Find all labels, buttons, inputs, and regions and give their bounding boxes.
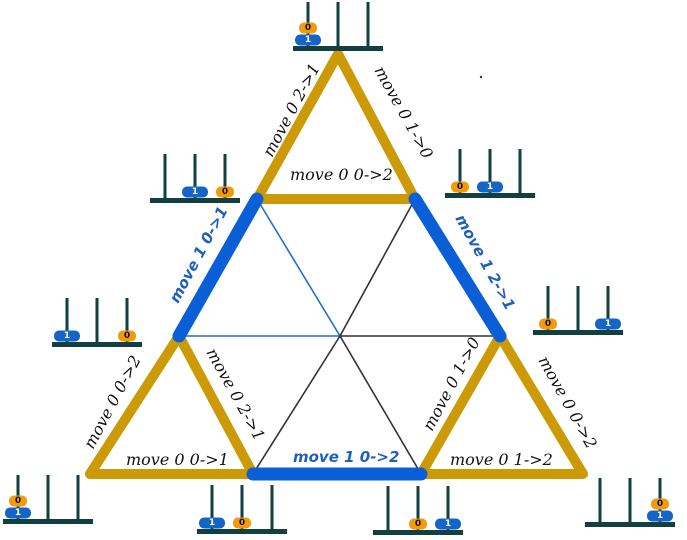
disk-1: 1 xyxy=(5,507,31,519)
inner-line-lower-right-diag xyxy=(339,335,422,475)
inner-line-top-right-diag xyxy=(339,198,416,337)
label-bl-inner: move 0 0->1 xyxy=(126,450,229,469)
svg-text:1: 1 xyxy=(209,518,215,528)
peg-rod xyxy=(416,486,420,531)
disk-0: 0 xyxy=(216,186,234,198)
peg-rod xyxy=(223,154,227,199)
state-top: 10 xyxy=(293,2,383,51)
peg-rod xyxy=(65,298,69,343)
bottom-right-triangle xyxy=(416,331,588,479)
inner-lines xyxy=(179,198,500,475)
disk-0: 0 xyxy=(409,518,427,530)
label-top-right: move 0 1->0 xyxy=(371,63,437,162)
svg-text:1: 1 xyxy=(192,187,198,197)
svg-text:0: 0 xyxy=(305,23,311,33)
blue-edge-left xyxy=(172,192,264,343)
peg-rod xyxy=(386,486,390,531)
peg-rod xyxy=(606,286,610,331)
peg-rod xyxy=(240,485,244,530)
peg-rod xyxy=(95,298,99,343)
svg-text:0: 0 xyxy=(124,331,130,341)
svg-text:0: 0 xyxy=(457,182,463,192)
peg-rod xyxy=(163,154,167,199)
disk-0: 0 xyxy=(118,330,136,342)
svg-text:1: 1 xyxy=(305,35,311,45)
peg-rod xyxy=(458,149,462,194)
peg-rod xyxy=(76,475,80,520)
peg-base xyxy=(197,529,287,534)
inner-line-lower-left-diag xyxy=(252,335,341,475)
peg-rod xyxy=(125,298,129,343)
peg-rod xyxy=(598,478,602,523)
svg-text:0: 0 xyxy=(657,499,663,509)
disk-1: 1 xyxy=(435,518,461,530)
disk-0: 0 xyxy=(233,517,251,529)
peg-base xyxy=(52,342,142,347)
stray-dot xyxy=(479,75,483,79)
edge-labels: move 0 2->1 move 0 1->0 move 0 0->2 move… xyxy=(80,60,601,469)
peg-base xyxy=(445,193,535,198)
peg-rod xyxy=(488,149,492,194)
disk-1: 1 xyxy=(182,186,208,198)
svg-text:1: 1 xyxy=(657,511,663,521)
blue-edges xyxy=(172,192,507,481)
svg-text:1: 1 xyxy=(445,519,451,529)
label-bottom-blue: move 1 0->2 xyxy=(293,448,399,466)
peg-rod xyxy=(336,2,340,47)
peg-rod xyxy=(518,149,522,194)
disk-0: 0 xyxy=(451,181,469,193)
disk-0: 0 xyxy=(539,318,557,330)
peg-rod xyxy=(446,486,450,531)
peg-base xyxy=(150,198,240,203)
svg-text:0: 0 xyxy=(239,518,245,528)
top-triangle xyxy=(252,49,420,204)
disk-1: 1 xyxy=(595,318,621,330)
peg-rod xyxy=(210,485,214,530)
peg-base xyxy=(3,519,93,524)
peg-rod xyxy=(270,485,274,530)
gold-triangles xyxy=(85,49,588,479)
svg-text:0: 0 xyxy=(545,319,551,329)
svg-text:1: 1 xyxy=(487,182,493,192)
state-bottom-left-corner: 10 xyxy=(3,475,93,524)
peg-rod xyxy=(628,478,632,523)
disk-1: 1 xyxy=(295,34,321,46)
svg-text:1: 1 xyxy=(64,331,70,341)
peg-rod xyxy=(193,154,197,199)
label-top-inner: move 0 0->2 xyxy=(290,165,393,184)
peg-rod xyxy=(546,286,550,331)
disk-1: 1 xyxy=(54,330,80,342)
blue-edge-right xyxy=(408,192,507,343)
svg-text:0: 0 xyxy=(15,496,21,506)
disk-1: 1 xyxy=(199,517,225,529)
peg-rod xyxy=(46,475,50,520)
label-br-inner: move 0 1->2 xyxy=(450,450,553,469)
peg-rod xyxy=(366,2,370,47)
disk-1: 1 xyxy=(647,510,673,522)
peg-base xyxy=(373,530,463,535)
svg-text:1: 1 xyxy=(15,508,21,518)
svg-text:0: 0 xyxy=(222,187,228,197)
state-bottom-right-corner: 10 xyxy=(585,478,675,527)
peg-rod xyxy=(576,286,580,331)
disk-1: 1 xyxy=(477,181,503,193)
peg-base xyxy=(585,522,675,527)
inner-line-blue-left-diag xyxy=(256,198,341,337)
svg-text:0: 0 xyxy=(415,519,421,529)
disk-0: 0 xyxy=(9,495,27,507)
disk-0: 0 xyxy=(651,498,669,510)
peg-base xyxy=(293,46,383,51)
bottom-left-triangle xyxy=(85,331,258,479)
svg-text:1: 1 xyxy=(605,319,611,329)
peg-base xyxy=(533,330,623,335)
disk-0: 0 xyxy=(299,22,317,34)
